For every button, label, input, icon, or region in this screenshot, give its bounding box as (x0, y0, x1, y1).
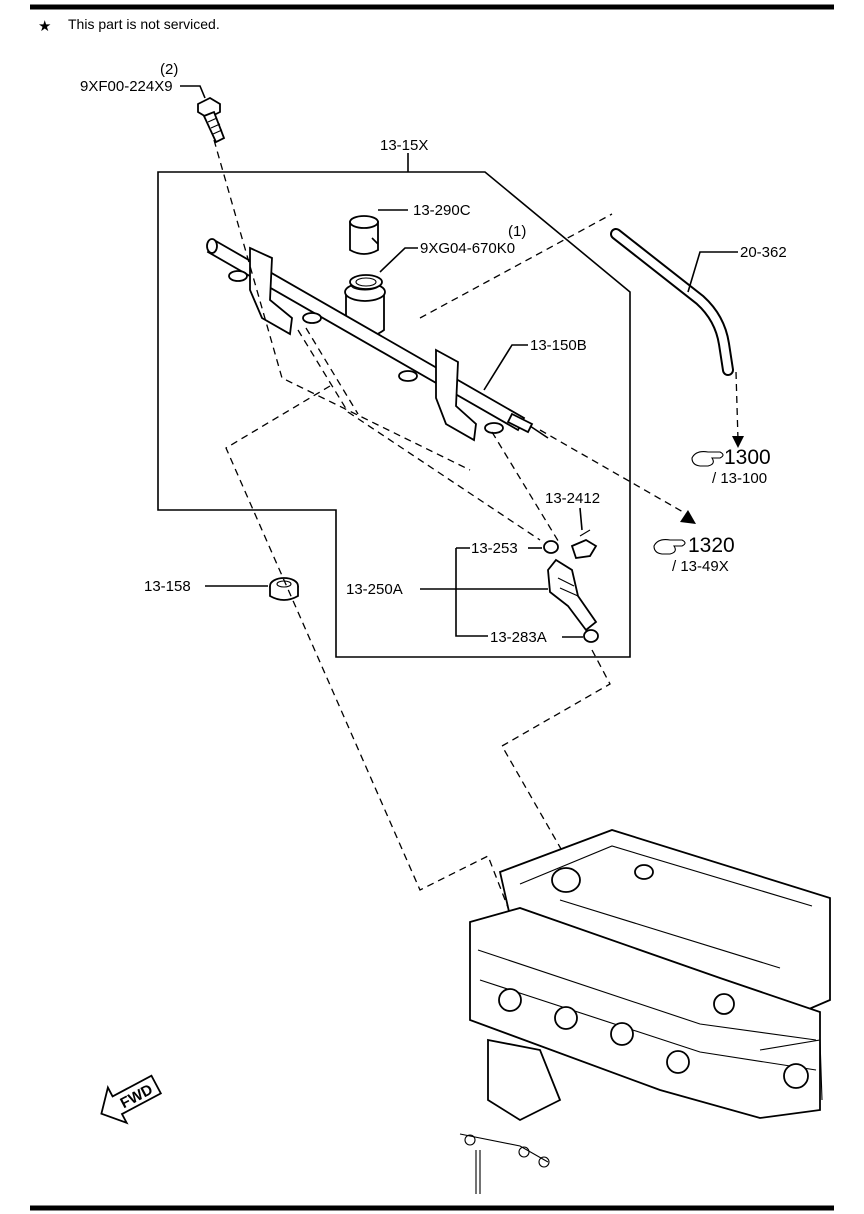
fuel-hose-icon (610, 228, 734, 376)
fuel-rail-icon (206, 238, 549, 442)
ref-1300-link[interactable]: 1300 (724, 446, 771, 469)
o-ring-icon (349, 274, 383, 290)
pointing-hand-icon (691, 451, 724, 467)
ref-13-100: / 13-100 (712, 470, 767, 487)
ref-1320-link[interactable]: 1320 (688, 534, 735, 557)
pointing-hand-icon-2 (653, 539, 686, 555)
hose-leader (687, 251, 738, 293)
o-ring-pin (371, 237, 379, 245)
bolt-leader (180, 85, 206, 99)
rail-leader (483, 344, 528, 391)
not-serviced-note: This part is not serviced. (68, 16, 220, 32)
label-regulator: 13-290C (413, 202, 471, 219)
bolt-icon (197, 96, 226, 144)
label-injector: 13-250A (346, 581, 403, 598)
label-o-ring: 9XG04-670K0 (420, 240, 515, 257)
label-o-ring-qty: (1) (508, 223, 526, 240)
label-assembly: 13-15X (380, 137, 428, 154)
label-bolt-qty: (2) (160, 61, 178, 78)
o-ring-leader (379, 247, 418, 273)
assembly-boundary (157, 171, 631, 658)
clip-leader (579, 507, 583, 531)
engine-head-icon (459, 829, 831, 1194)
label-clip: 13-2412 (545, 490, 600, 507)
injector-icon (543, 540, 599, 643)
label-bolt: 9XF00-224X9 (80, 78, 173, 95)
label-seal-upper: 13-253 (471, 540, 518, 557)
label-seal-lower: 13-283A (490, 629, 547, 646)
injector-clip-icon (570, 529, 598, 559)
fwd-arrow-icon: FWD (100, 1074, 163, 1125)
label-insulator: 13-158 (144, 578, 191, 595)
dashed-guides (213, 139, 744, 1061)
star-icon: ★ (38, 18, 51, 35)
label-hose: 20-362 (740, 244, 787, 261)
ref-13-49x: / 13-49X (672, 558, 729, 575)
injector-bracket (455, 547, 488, 637)
insulator-icon (269, 577, 299, 601)
label-rail: 13-150B (530, 337, 587, 354)
